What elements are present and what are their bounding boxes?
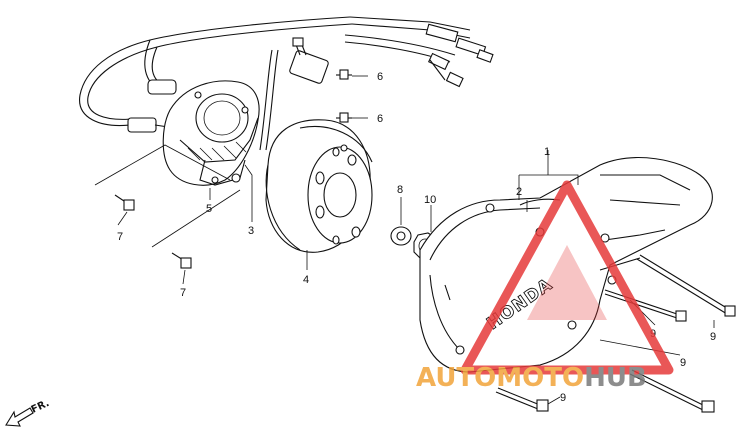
callout-9c: 9 — [680, 357, 686, 369]
bolt-6a — [336, 69, 352, 80]
callout-3: 3 — [248, 225, 254, 237]
leader-lines — [94, 75, 715, 405]
callout-7a: 7 — [117, 231, 123, 243]
wire-harness — [79, 16, 494, 127]
flywheel — [265, 119, 373, 253]
bolt-9d — [495, 387, 549, 412]
watermark-triangle — [460, 180, 674, 375]
callout-2: 2 — [516, 186, 522, 198]
front-direction-arrow: FR. — [5, 398, 51, 427]
bolt-6b — [336, 112, 352, 123]
callout-5: 5 — [206, 203, 212, 215]
callout-10: 10 — [424, 194, 436, 206]
stator — [162, 80, 260, 186]
callout-4: 4 — [303, 274, 309, 286]
callout-9b: 9 — [710, 331, 716, 343]
regulator-connector — [259, 37, 329, 151]
callout-8: 8 — [397, 184, 403, 196]
callout-numbers: 1 2 3 4 5 6 6 7 7 8 10 9 9 9 9 — [117, 71, 716, 404]
callout-6b: 6 — [377, 113, 383, 125]
callout-6a: 6 — [377, 71, 383, 83]
washer — [390, 226, 412, 246]
callout-1: 1 — [544, 146, 550, 158]
bolt-9a — [604, 289, 687, 322]
callout-9d: 9 — [560, 392, 566, 404]
callout-7b: 7 — [180, 287, 186, 299]
watermark-inner-triangle — [527, 245, 607, 320]
fr-label: FR. — [30, 398, 51, 416]
watermark-text-primary: AUTOMOTOHUB — [416, 363, 647, 393]
bolt-9b — [636, 254, 736, 317]
watermark: AUTOMOTOHUB — [416, 180, 674, 393]
bolt-7b — [171, 252, 192, 269]
bolt-7a — [114, 194, 135, 211]
bolt-9c — [629, 369, 715, 413]
